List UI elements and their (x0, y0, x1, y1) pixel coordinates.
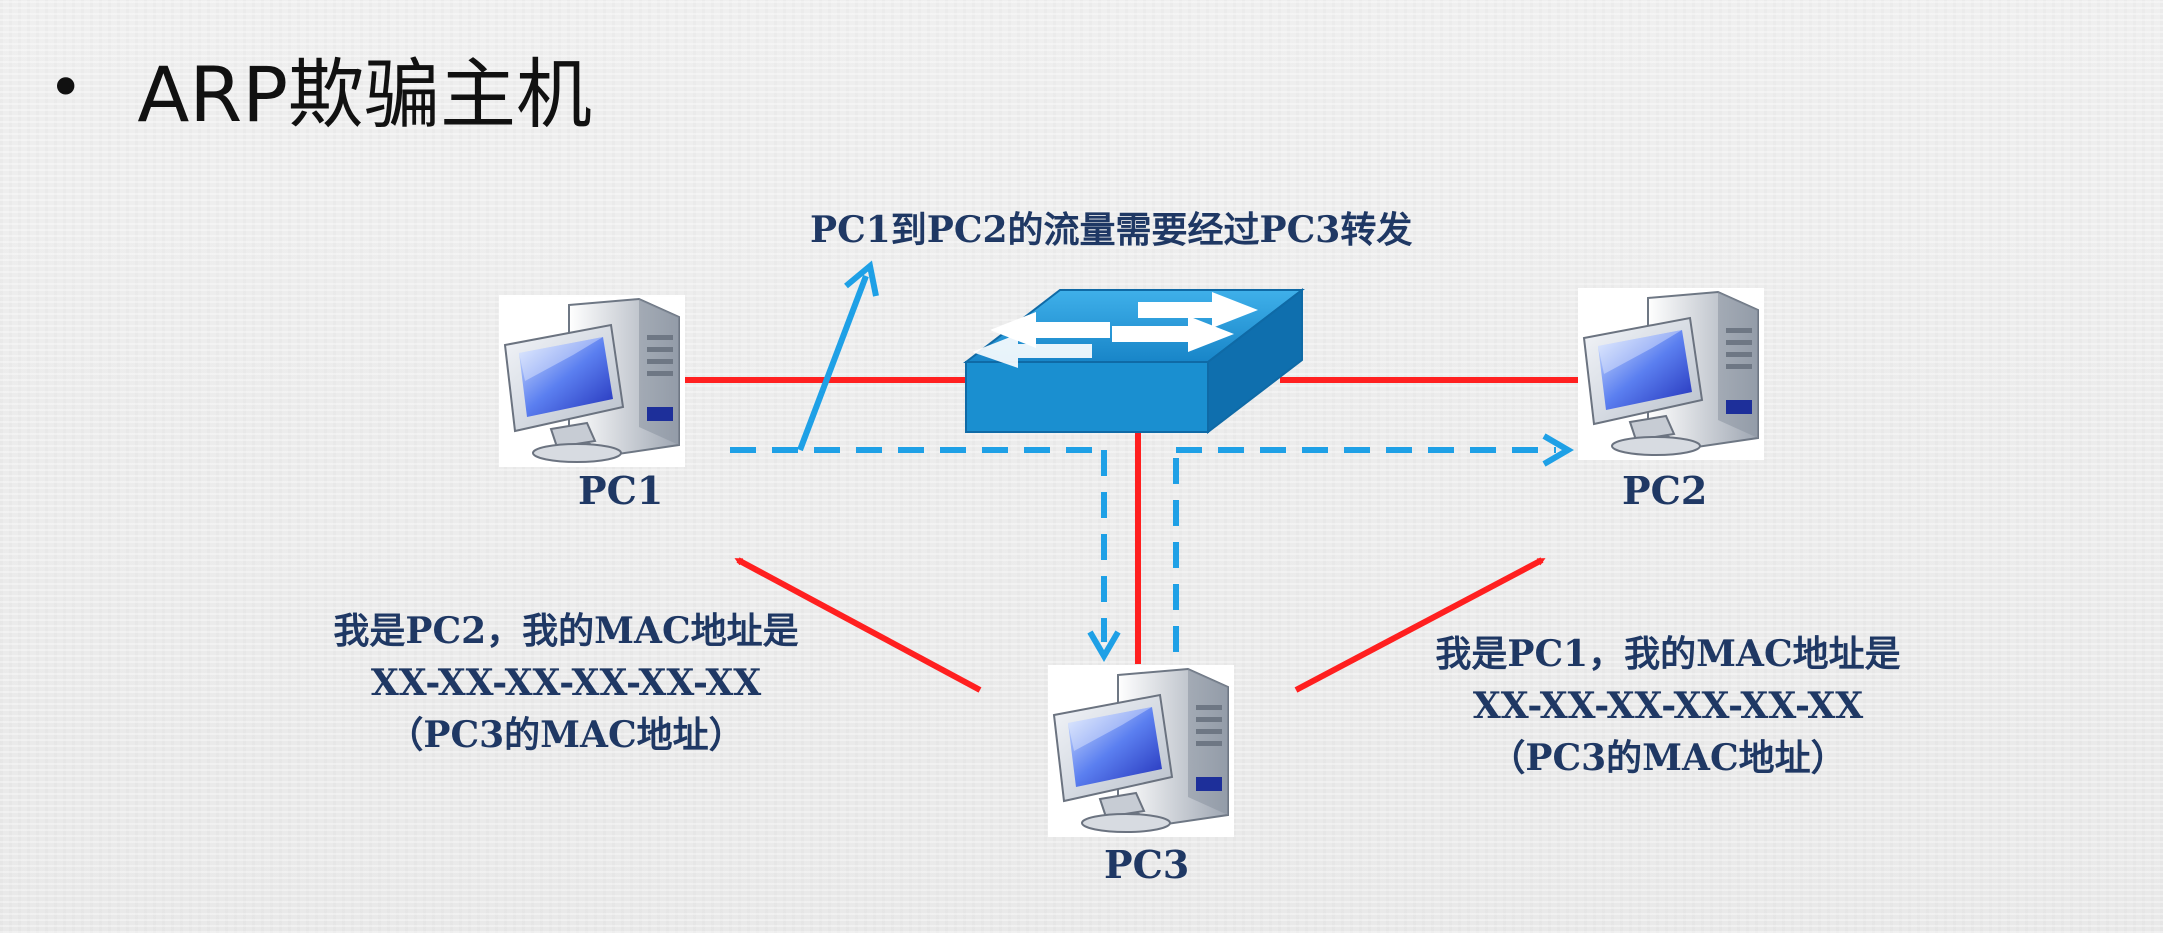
slide-title: ARP欺骗主机 (137, 50, 593, 139)
forward-note: PC1到PC2的流量需要经过PC3转发 (810, 209, 1413, 251)
pc2-label: PC2 (1622, 468, 1708, 513)
spoof-message-to-pc1: 我是PC2，我的MAC地址是 XX-XX-XX-XX-XX-XX （PC3的MA… (306, 605, 826, 761)
note-pointer-arrowhead (844, 260, 879, 297)
pc2-icon (1577, 287, 1765, 461)
slide-title-row: • ARP欺骗主机 (48, 38, 592, 139)
bullet-icon: • (48, 53, 84, 123)
forward-traffic-path (730, 447, 1556, 652)
spoof-mac-note: （PC3的MAC地址） (387, 714, 745, 756)
spoof-message-to-pc2: 我是PC1，我的MAC地址是 XX-XX-XX-XX-XX-XX （PC3的MA… (1408, 628, 1928, 784)
traffic-down-arrowhead (1087, 630, 1121, 662)
spoof-arrow-to-pc1 (734, 557, 982, 693)
note-pointer-line (797, 274, 869, 452)
pc3-icon (1047, 664, 1235, 838)
spoof-mac-value: XX-XX-XX-XX-XX-XX (370, 662, 762, 704)
pc3-label: PC3 (1104, 842, 1190, 887)
spoof-mac-value: XX-XX-XX-XX-XX-XX (1472, 685, 1864, 727)
spoof-arrow-to-pc2 (1294, 557, 1546, 693)
switch-icon (963, 287, 1305, 435)
spoof-claim-pc2: 我是PC2，我的MAC地址是 (333, 610, 799, 652)
traffic-pc2-arrowhead (1542, 433, 1574, 467)
pc1-icon (498, 294, 686, 468)
spoof-claim-pc1: 我是PC1，我的MAC地址是 (1435, 633, 1901, 675)
spoof-mac-note: （PC3的MAC地址） (1489, 737, 1847, 779)
pc1-label: PC1 (578, 468, 664, 513)
